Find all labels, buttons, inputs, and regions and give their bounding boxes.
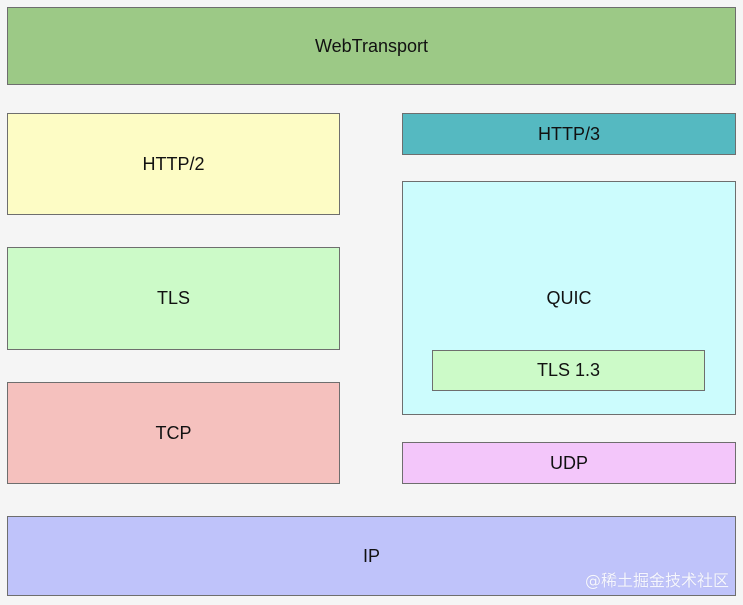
- tls-layer: TLS: [7, 247, 340, 350]
- webtransport-layer: WebTransport: [7, 7, 736, 85]
- http2-layer: HTTP/2: [7, 113, 340, 215]
- tls-label: TLS: [156, 288, 190, 308]
- ip-label: IP: [362, 545, 380, 566]
- quic-label: QUIC: [546, 288, 592, 308]
- http2-label: HTTP/2: [142, 153, 205, 174]
- tls13-layer: TLS 1.3: [432, 350, 705, 391]
- udp-layer: UDP: [402, 442, 736, 484]
- http3-label: HTTP/3: [537, 123, 600, 144]
- udp-label: UDP: [549, 452, 588, 473]
- tcp-label: TCP: [155, 422, 192, 443]
- webtransport-label: WebTransport: [314, 35, 429, 56]
- watermark: @稀土掘金技术社区: [584, 571, 729, 590]
- http3-layer: HTTP/3: [402, 113, 736, 155]
- tls13-label: TLS 1.3: [536, 360, 601, 380]
- tcp-layer: TCP: [7, 382, 340, 484]
